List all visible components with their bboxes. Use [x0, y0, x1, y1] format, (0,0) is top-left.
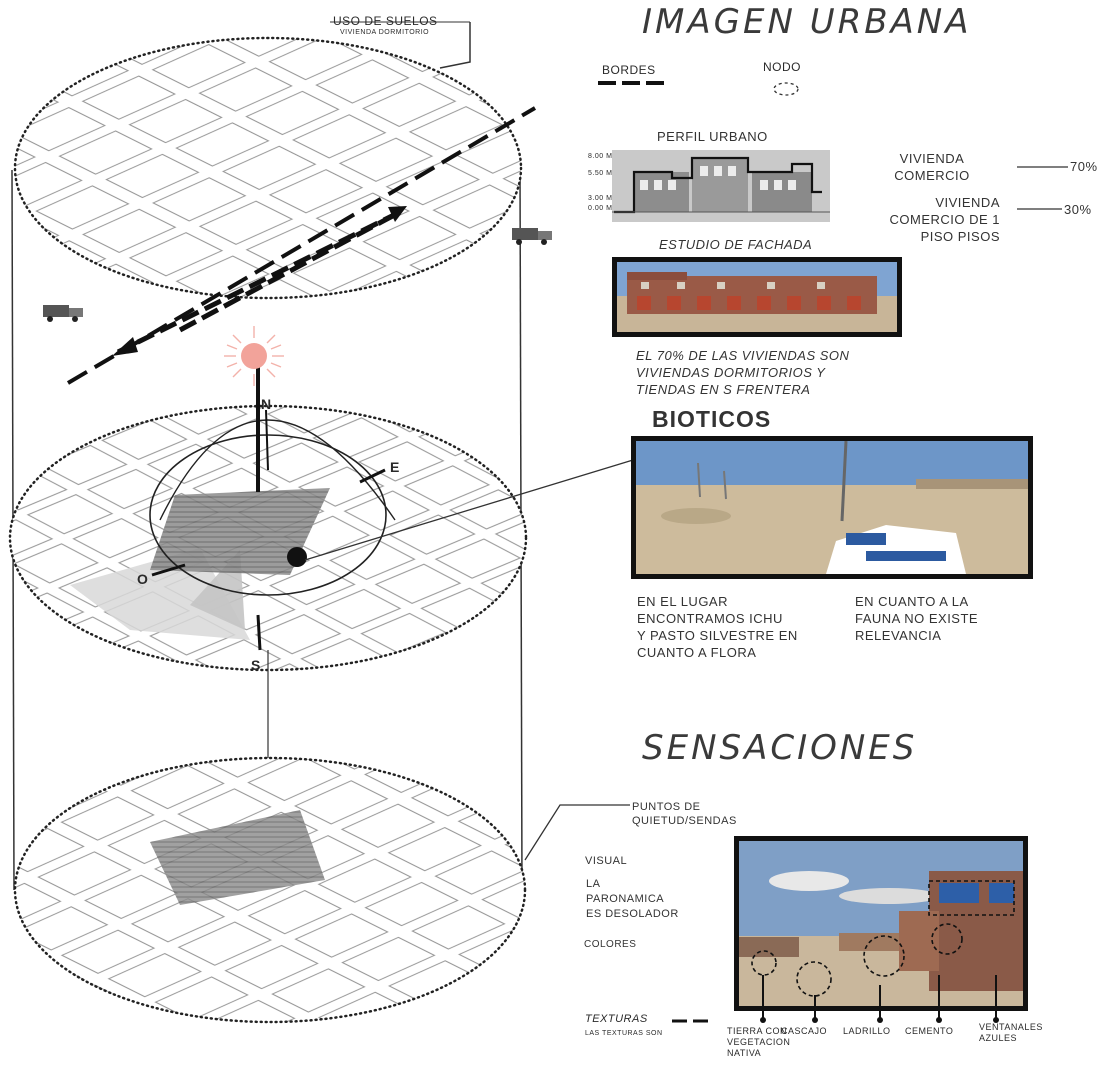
compass-east: E	[390, 459, 400, 475]
panoramica-text: LA PARONAMICA ES DESOLADOR	[586, 878, 679, 920]
border-road-line	[66, 106, 537, 385]
layer-1-boundary	[13, 36, 523, 300]
sun-path-ellipse	[149, 434, 387, 596]
sensaciones-title: SENSACIONES	[642, 728, 918, 768]
uso-de-suelos-leader	[439, 22, 471, 69]
nodo-legend-ellipse	[773, 82, 799, 96]
sensaciones-photo	[734, 836, 1028, 1011]
perfil-height-3: 3.00 m	[588, 195, 613, 202]
nodo-label: NODO	[763, 60, 801, 74]
layer-3-boundary	[13, 756, 527, 1024]
east-tick	[359, 468, 386, 484]
north-axis-2	[265, 409, 269, 471]
compass-south: S	[251, 657, 261, 673]
fachada-photo	[612, 257, 902, 337]
traffic-arrow-east	[178, 209, 402, 333]
material-cemento: CEMENTO	[905, 1026, 954, 1036]
perfil-urbano-drawing	[612, 150, 830, 222]
visual-label: VISUAL	[585, 855, 628, 867]
sun-icon	[224, 326, 284, 386]
truck-icon-right	[512, 228, 552, 245]
uso-de-suelos-sub: VIVIENDA DORMITORIO	[340, 29, 430, 36]
land-use-grid-layer	[15, 38, 521, 298]
bioticos-title: BIOTICOS	[652, 406, 772, 432]
colores-label: COLORES	[584, 939, 637, 950]
material-cascajo: CASCAJO	[781, 1026, 828, 1036]
sun-position-dot	[287, 547, 307, 567]
use-label-1: VIVIENDA COMERCIO	[894, 151, 970, 183]
puntos-quietud: PUNTOS DE QUIETUD/SENDAS	[632, 801, 737, 827]
material-ventanales: VENTANALES AZULES	[979, 1022, 1043, 1043]
use-percent-2: 30%	[1064, 202, 1092, 217]
truck-icon-left	[43, 305, 83, 322]
use-percent-1: 70%	[1070, 159, 1098, 174]
traffic-arrow-west	[116, 209, 402, 355]
estudio-fachada-title: ESTUDIO DE FACHADA	[659, 237, 813, 252]
imagen-urbana-title: IMAGEN URBANA	[642, 2, 972, 42]
fachada-caption: EL 70% DE LAS VIVIENDAS SON VIVIENDAS DO…	[636, 348, 850, 397]
material-pointers	[760, 975, 999, 1023]
bioticos-leader	[304, 459, 634, 561]
uso-de-suelos-label: USO DE SUELOS	[333, 14, 438, 28]
bioticos-photo	[631, 436, 1033, 579]
site-plot-3	[150, 810, 325, 905]
sensaciones-grid-layer	[15, 758, 525, 1022]
bordes-label: BORDES	[602, 63, 656, 77]
perfil-urbano-title: PERFIL URBANO	[657, 129, 768, 144]
perfil-height-1: 8.00 m	[588, 153, 613, 160]
use-label-2: VIVIENDA COMERCIO DE 1 PISO PISOS	[889, 195, 1000, 244]
bioticos-flora: EN EL LUGAR ENCONTRAMOS ICHU Y PASTO SIL…	[637, 594, 798, 660]
texturas-label: TEXTURAS	[585, 1013, 648, 1025]
material-ladrillo: LADRILLO	[843, 1026, 891, 1036]
perfil-height-2: 5.50 m	[588, 170, 613, 177]
texturas-sub: LAS TEXTURAS SON	[585, 1030, 663, 1037]
bioticos-fauna: EN CUANTO A LA FAUNA NO EXISTE RELEVANCI…	[855, 594, 979, 643]
sensaciones-leader	[524, 804, 630, 861]
compass-north: N	[261, 396, 272, 412]
sun-path-arc	[159, 419, 396, 521]
site-plot	[150, 488, 330, 575]
south-tick	[256, 614, 262, 651]
compass-west: O	[137, 571, 149, 587]
material-tierra: TIERRA CON VEGETACION NATIVA	[727, 1026, 791, 1058]
arrow-head-west	[112, 337, 138, 356]
arrow-head-east	[388, 206, 407, 222]
west-tick	[151, 563, 186, 577]
perfil-height-4: 0.00 m	[588, 205, 613, 212]
